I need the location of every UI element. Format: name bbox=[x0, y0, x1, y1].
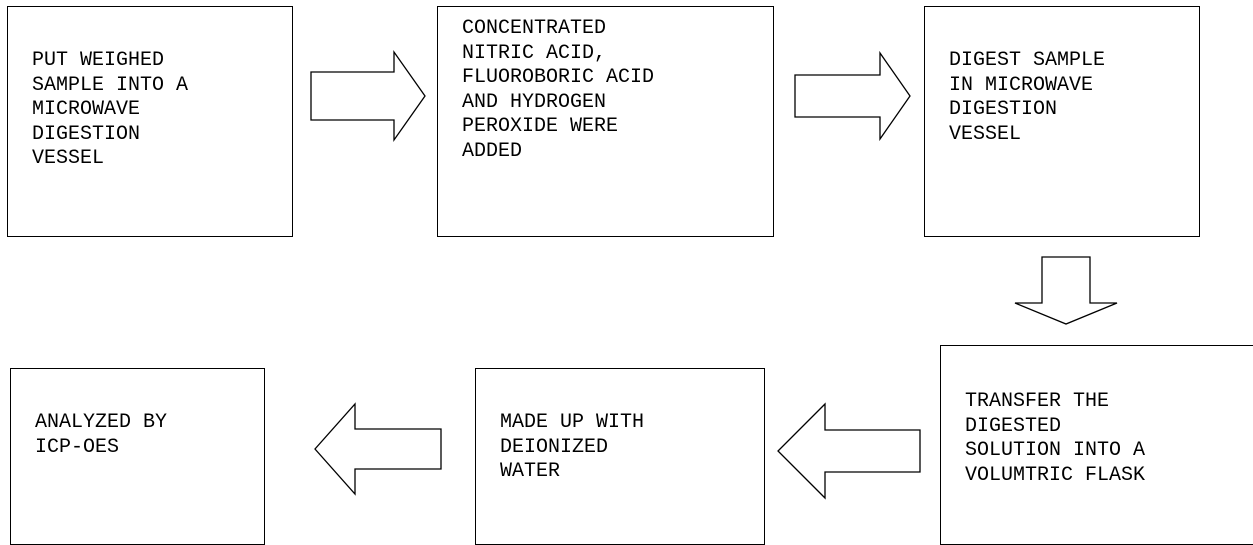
step-box-4: TRANSFER THE DIGESTED SOLUTION INTO A VO… bbox=[940, 345, 1253, 545]
arrow-left-icon bbox=[777, 402, 921, 500]
step-box-2: CONCENTRATED NITRIC ACID, FLUOROBORIC AC… bbox=[437, 6, 774, 237]
arrow-down-icon bbox=[1014, 256, 1118, 325]
step-text-1: PUT WEIGHED SAMPLE INTO A MICROWAVE DIGE… bbox=[32, 49, 189, 170]
arrow-right-icon bbox=[794, 50, 911, 142]
step-box-5: MADE UP WITH DEIONIZED WATER bbox=[475, 368, 765, 545]
step-text-3: DIGEST SAMPLE IN MICROWAVE DIGESTION VES… bbox=[949, 49, 1106, 146]
arrow-left-icon bbox=[314, 402, 442, 496]
step-text-2: CONCENTRATED NITRIC ACID, FLUOROBORIC AC… bbox=[462, 17, 655, 163]
step-box-6: ANALYZED BY ICP-OES bbox=[10, 368, 265, 545]
step-text-6: ANALYZED BY ICP-OES bbox=[35, 411, 168, 459]
step-text-4: TRANSFER THE DIGESTED SOLUTION INTO A VO… bbox=[965, 390, 1146, 487]
step-box-3: DIGEST SAMPLE IN MICROWAVE DIGESTION VES… bbox=[924, 6, 1200, 237]
arrow-right-icon bbox=[310, 49, 426, 143]
step-box-1: PUT WEIGHED SAMPLE INTO A MICROWAVE DIGE… bbox=[7, 6, 293, 237]
step-text-5: MADE UP WITH DEIONIZED WATER bbox=[500, 411, 645, 483]
